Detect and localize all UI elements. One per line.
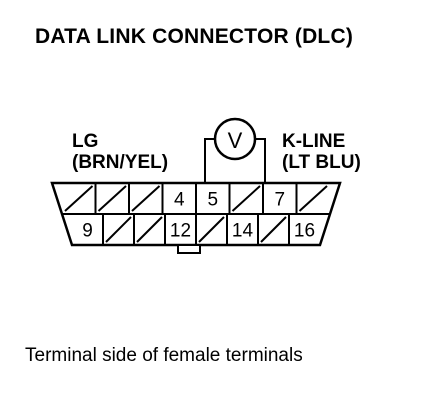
unused-terminal-slash bbox=[97, 185, 127, 212]
terminal-5-label: 5 bbox=[207, 190, 218, 211]
unused-terminal-slash bbox=[260, 216, 287, 243]
unused-terminal-slash bbox=[231, 185, 261, 212]
lg-wire-label: LG (BRN/YEL) bbox=[72, 131, 168, 173]
terminal-4-label: 4 bbox=[174, 190, 185, 211]
caption: Terminal side of female terminals bbox=[25, 345, 303, 366]
terminal-9-label: 9 bbox=[82, 221, 93, 242]
k-line-label: K-LINE (LT BLU) bbox=[282, 131, 361, 173]
lg-wire-color: (BRN/YEL) bbox=[72, 152, 169, 173]
terminal-7-label: 7 bbox=[274, 190, 285, 211]
unused-terminal-slash bbox=[298, 185, 328, 212]
probe-lead-left bbox=[204, 138, 215, 183]
unused-terminal-slash bbox=[131, 185, 161, 212]
k-line-color: (LT BLU) bbox=[282, 152, 361, 173]
unused-terminal-slash bbox=[136, 216, 163, 243]
diagram-title: DATA LINK CONNECTOR (DLC) bbox=[35, 25, 354, 48]
k-line-name: K-LINE bbox=[282, 131, 346, 152]
unused-terminal-slash bbox=[198, 216, 225, 243]
lg-wire-name: LG bbox=[72, 131, 99, 152]
terminal-14-label: 14 bbox=[232, 221, 254, 242]
terminal-12-label: 12 bbox=[170, 221, 191, 242]
terminal-16-label: 16 bbox=[294, 221, 315, 242]
connector-lock-tab bbox=[177, 244, 201, 254]
unused-terminal-slash bbox=[64, 185, 94, 212]
unused-terminal-slash bbox=[105, 216, 132, 243]
probe-lead-right bbox=[255, 138, 266, 183]
voltmeter-symbol: V bbox=[228, 128, 243, 153]
